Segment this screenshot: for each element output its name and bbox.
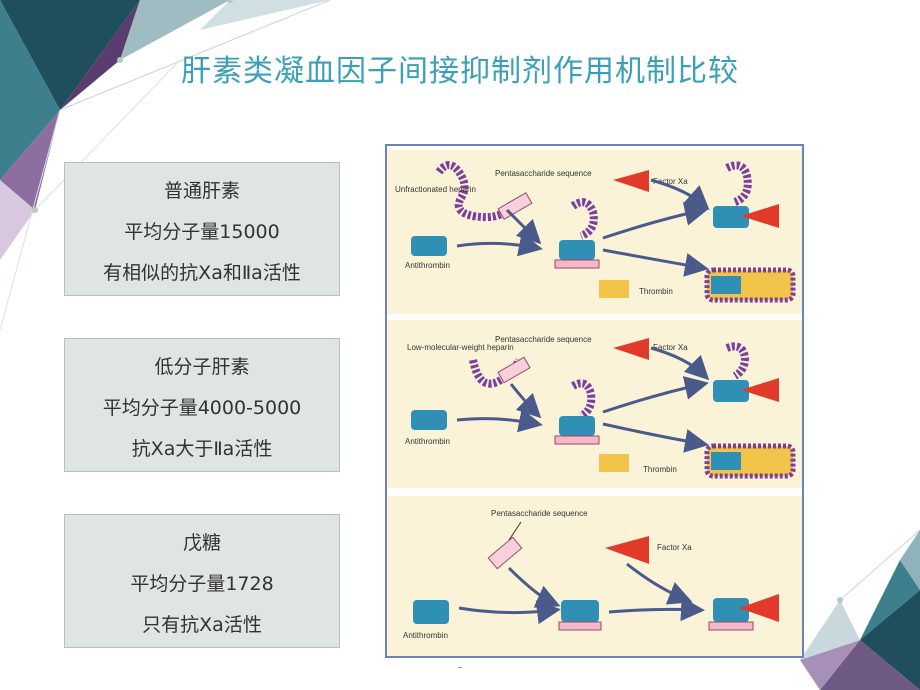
heparin-label: Unfractionated heparin <box>395 185 476 194</box>
box-activity: 抗Ⅹa大于Ⅱa活性 <box>131 438 273 460</box>
thrombin-label: Thrombin <box>639 287 673 296</box>
pentasaccharide-segment <box>497 192 533 220</box>
page-title: 肝素类凝血因子间接抑制剂作用机制比较 <box>181 54 739 89</box>
box-name: 普通肝素 <box>163 180 240 202</box>
pentasaccharide-label: Pentasaccharide sequence <box>495 169 592 178</box>
lmwh-label: Low-molecular-weight heparin <box>407 343 514 352</box>
box-name: 低分子肝素 <box>154 356 250 378</box>
antithrombin-label: Antithrombin <box>403 631 448 640</box>
thrombin-shape <box>599 280 629 298</box>
mechanism-diagram: Unfractionated heparin Pentasaccharide s… <box>385 144 804 658</box>
footer-mark: - <box>458 660 463 674</box>
factor-xa-shape <box>613 170 649 192</box>
pentasaccharide-info-box: 戊糖 平均分子量1728 只有抗Ⅹa活性 <box>64 514 340 648</box>
heparin-chain <box>435 161 510 222</box>
complex-heparin <box>570 198 598 240</box>
box-molecular-weight: 平均分子量1728 <box>130 573 274 595</box>
complex-antithrombin <box>559 240 595 260</box>
antithrombin-label: Antithrombin <box>405 437 450 446</box>
factor-xa-label: Factor Xa <box>657 543 692 552</box>
antithrombin-label: Antithrombin <box>405 261 450 270</box>
antithrombin-shape <box>411 236 447 256</box>
result-heparin <box>725 161 752 206</box>
factor-xa-label: Factor Xa <box>653 343 688 352</box>
box-activity: 有相似的抗Ⅹa和Ⅱa活性 <box>103 262 301 284</box>
pentasaccharide-label: Pentasaccharide sequence <box>495 335 592 344</box>
box-name: 戊糖 <box>182 532 221 554</box>
lmwh-info-box: 低分子肝素 平均分子量4000-5000 抗Ⅹa大于Ⅱa活性 <box>64 338 340 472</box>
factor-xa-label: Factor Xa <box>653 177 688 186</box>
pentasaccharide-label: Pentasaccharide sequence <box>491 509 588 518</box>
box-activity: 只有抗Ⅹa活性 <box>142 614 262 636</box>
thrombin-label: Thrombin <box>643 465 677 474</box>
panel-pentasaccharide: Pentasaccharide sequence Factor Xa Antit… <box>387 496 802 656</box>
box-molecular-weight: 平均分子量15000 <box>124 221 280 243</box>
panel-lmw-heparin: Low-molecular-weight heparin Pentasaccha… <box>387 320 802 488</box>
heparin-info-box: 普通肝素 平均分子量15000 有相似的抗Ⅹa和Ⅱa活性 <box>64 162 340 296</box>
box-molecular-weight: 平均分子量4000-5000 <box>102 397 302 419</box>
panel-unfractionated-heparin: Unfractionated heparin Pentasaccharide s… <box>387 150 802 314</box>
